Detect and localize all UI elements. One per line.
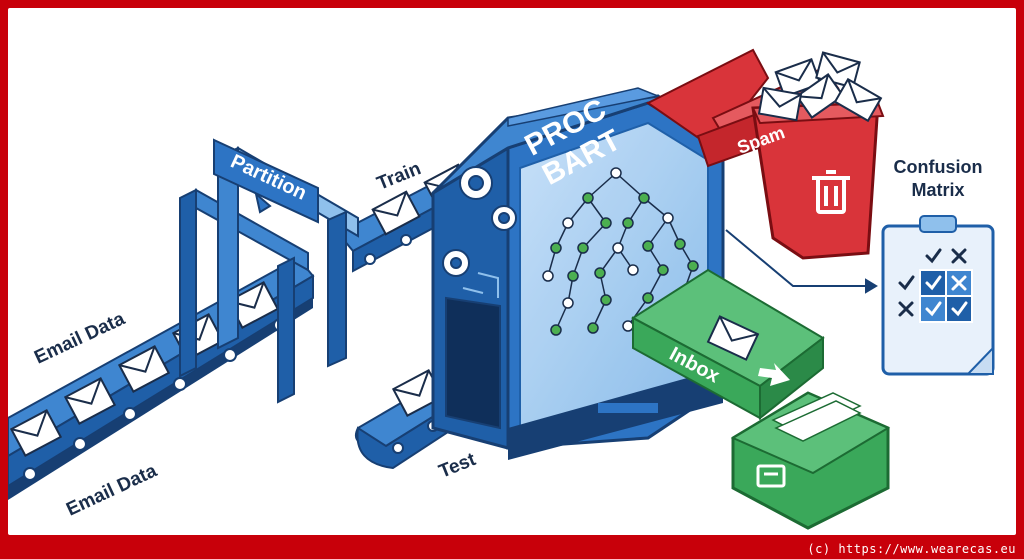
matrix-cell <box>919 269 947 297</box>
diagram-canvas: Partition Train Test Email Data Email Da… <box>8 8 1016 535</box>
inbox-tray <box>730 391 891 530</box>
envelope-icon <box>63 377 117 425</box>
envelopes-spam-bin <box>757 51 883 123</box>
matrix-cell <box>945 295 973 323</box>
connector-arrow <box>725 229 878 294</box>
pipeline-diagram: Partition Train Test Email Data Email Da… <box>8 48 995 530</box>
envelope-icon <box>757 86 803 122</box>
envelope-icon <box>795 73 845 119</box>
envelope-icon <box>371 190 421 236</box>
check-icon <box>925 248 942 264</box>
envelope-icon <box>9 409 63 457</box>
check-icon <box>951 301 968 317</box>
matrix-cell <box>919 295 947 323</box>
confusion-label-line2: Matrix <box>911 180 964 200</box>
check-icon <box>925 301 942 317</box>
cross-icon <box>898 301 914 317</box>
cross-icon <box>951 275 967 291</box>
envelope-icon <box>117 345 171 393</box>
cross-icon <box>951 248 967 264</box>
train-label: Train <box>374 158 424 194</box>
envelope-icon <box>833 77 883 123</box>
proc-bart-machine <box>431 87 725 460</box>
test-label: Test <box>436 449 479 483</box>
check-icon <box>898 275 915 291</box>
email-data-label-bottom: Email Data <box>63 460 160 520</box>
inbox-tray-icon <box>756 464 786 488</box>
check-icon <box>925 275 942 291</box>
trash-icon <box>812 170 850 214</box>
envelope-inbox-chute <box>706 315 760 361</box>
copyright-credit: (c) https://www.wearecas.eu <box>807 542 1016 556</box>
envelope-icon <box>706 315 760 361</box>
partition-sign <box>213 138 319 224</box>
envelopes-main-conveyor <box>9 281 280 457</box>
arrow-right-icon <box>758 363 790 386</box>
confusion-matrix-grid <box>898 248 973 323</box>
decision-tree-graphic <box>542 167 699 336</box>
confusion-label-line1: Confusion <box>894 157 983 177</box>
